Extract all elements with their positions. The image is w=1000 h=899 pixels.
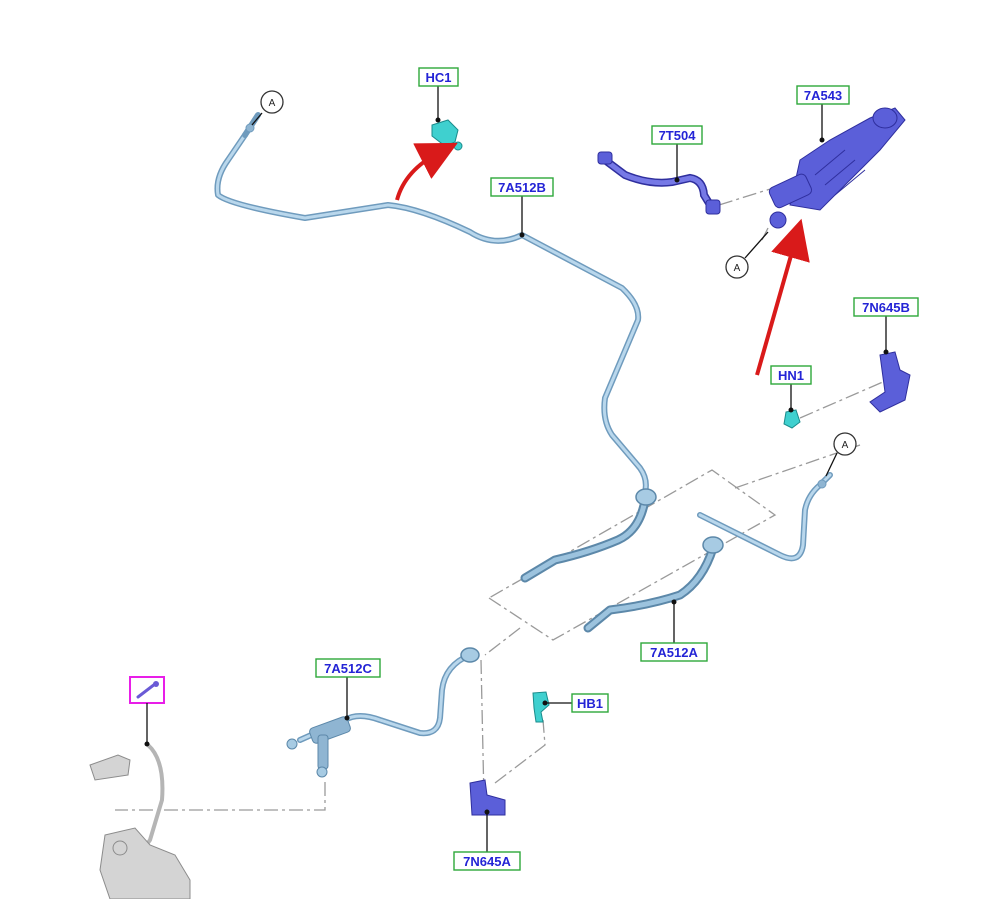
callout-label-hc1: HC1 bbox=[425, 70, 451, 85]
part-hc1 bbox=[431, 119, 463, 151]
tube-7a512b bbox=[214, 112, 649, 501]
connection-marker-icon-3: A bbox=[825, 432, 857, 477]
svg-text:A: A bbox=[734, 263, 741, 274]
tube-7a512c bbox=[286, 647, 480, 778]
callout-label-7a512c: 7A512C bbox=[324, 661, 372, 676]
callout-7a512a: 7A512A bbox=[640, 599, 708, 662]
callout-hb1: HB1 bbox=[542, 693, 609, 713]
callout-label-7a543: 7A543 bbox=[804, 88, 842, 103]
part-7t504 bbox=[597, 151, 721, 215]
hose-upper bbox=[520, 488, 657, 583]
callout-7a512c: 7A512C bbox=[315, 658, 381, 721]
callout-7a543: 7A543 bbox=[796, 85, 850, 143]
assembly-lines bbox=[115, 184, 893, 811]
part-hn1 bbox=[783, 409, 801, 429]
connection-marker-icon: A bbox=[251, 90, 284, 126]
callout-hn1: HN1 bbox=[770, 365, 812, 413]
callout-label-7a512a: 7A512A bbox=[650, 645, 698, 660]
red-arrow-icon-2 bbox=[755, 218, 810, 376]
svg-text:A: A bbox=[269, 98, 276, 109]
callout-label-7a512b: 7A512B bbox=[498, 180, 546, 195]
callout-7n645b: 7N645B bbox=[853, 297, 919, 355]
callout-label-hn1: HN1 bbox=[778, 368, 804, 383]
callout-label-7t504: 7T504 bbox=[659, 128, 697, 143]
callout-7n645a: 7N645A bbox=[453, 809, 521, 871]
callout-hc1: HC1 bbox=[418, 67, 459, 123]
callout-7t504: 7T504 bbox=[651, 125, 703, 183]
callout-label-hb1: HB1 bbox=[577, 696, 603, 711]
part-7n645b bbox=[869, 351, 911, 413]
part-7a543 bbox=[768, 107, 906, 229]
transmission-detail bbox=[89, 743, 191, 899]
red-arrow-icon bbox=[395, 142, 458, 201]
callout-label-7n645b: 7N645B bbox=[862, 300, 910, 315]
callout-label-7n645a: 7N645A bbox=[463, 854, 511, 869]
part-7n645a bbox=[469, 779, 506, 816]
hose-7a512a bbox=[583, 536, 724, 633]
magenta-detail-icon[interactable] bbox=[129, 676, 165, 747]
connection-marker-icon-2: A bbox=[725, 231, 769, 279]
callout-7a512b: 7A512B bbox=[490, 177, 554, 238]
svg-text:A: A bbox=[842, 440, 849, 451]
tube-right bbox=[697, 472, 833, 562]
part-hb1 bbox=[532, 691, 550, 723]
